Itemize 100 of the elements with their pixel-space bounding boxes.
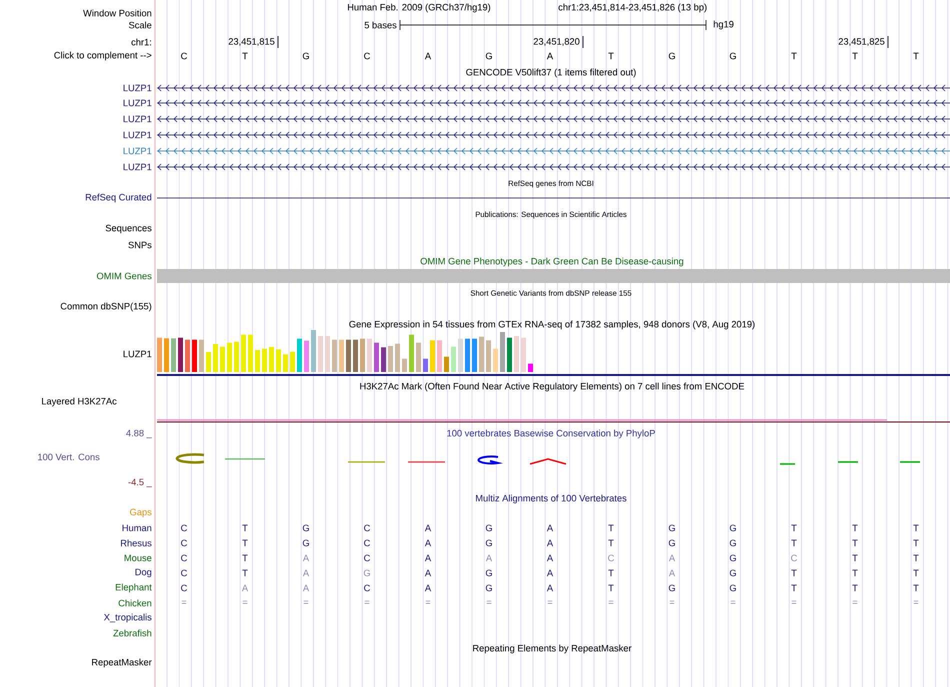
base-letter: T [791,584,797,592]
base-letter: T [852,524,858,532]
base-letter: T [852,584,858,592]
gap-mark: = [730,600,736,604]
base-letter: T [913,584,919,592]
base-letter: A [546,540,554,546]
header-text: Human Feb. 2009 (GRCh37/hg19) [348,4,490,12]
track-title: OMIM Gene Phenotypes - Dark Green Can Be Disease-causing [420,258,684,266]
base-letter: G [668,524,675,532]
track-label: Sequences [106,224,152,234]
base-letter: G [730,554,736,562]
base-letter: C [364,524,370,532]
base-letter: G [730,584,736,592]
species-label: Human [122,524,152,532]
base-letter: T [913,540,919,546]
base-letter: T [242,540,248,546]
base-letter: C [791,554,798,562]
species-label: Chicken [118,600,152,606]
axis-value: -4.5 _ [128,478,152,488]
scale-label: hg19 [714,20,734,30]
base-letter: T [852,554,858,562]
track-label: RefSeq Curated [86,194,152,202]
base-letter: T [608,584,614,592]
track-label: SNPs [128,242,152,248]
base-letter: T [852,540,858,546]
base-letter: A [486,554,492,562]
track-title: Repeating Elements by RepeatMasker [473,644,632,654]
base-letter: G [668,584,675,592]
base-letter: T [791,524,797,532]
axis-value: 4.88 _ [126,430,152,438]
species-label: Zebrafish [113,630,152,636]
species-label: Mouse [124,554,152,562]
base-letter: A [546,554,554,562]
base-letter: C [364,584,370,592]
base-letter: T [608,540,614,546]
coordinate-label: 23,451,820 [534,36,584,48]
track-label: LUZP1 [124,84,152,92]
base-letter: A [546,524,554,532]
base-letter: G [730,540,736,546]
base-letter: C [181,584,188,592]
base-letter: C [181,554,188,562]
base-letter: C [364,540,370,546]
base-letter: T [913,52,919,60]
species-label: X_tropicalis [104,614,152,622]
base-letter: C [364,554,370,562]
track-title: GENCODE V50lift37 (1 items filtered out) [466,68,636,78]
gap-mark: = [182,600,186,604]
base-letter: C [181,52,188,60]
species-label: Elephant [116,584,152,592]
base-letter: C [608,554,614,562]
base-letter: T [242,570,248,576]
track-label: LUZP1 [124,350,152,358]
gap-mark: = [548,600,552,604]
base-letter: T [791,570,797,576]
base-letter: A [424,554,432,562]
base-letter: A [242,584,248,592]
base-letter: T [852,570,858,576]
base-letter: A [302,570,310,576]
gap-mark: = [852,600,858,604]
track-title: 100 vertebrates Basewise Conservation by PhyloP [447,430,655,438]
base-letter: C [181,524,188,532]
track-label: Click to complement --> [54,52,152,60]
gap-mark: = [792,600,796,604]
base-letter: T [913,554,919,562]
base-letter: T [913,570,919,576]
base-letter: G [730,524,736,532]
base-letter: A [668,554,676,562]
base-letter: G [730,570,736,576]
base-letter: T [242,554,248,562]
base-letter: T [852,52,858,60]
track-label: Gaps [130,508,152,518]
base-letter: T [608,570,614,576]
base-letter: A [546,570,554,576]
coordinate-label: 23,451,825 [838,36,888,48]
gap-mark: = [914,600,918,604]
gap-mark: = [670,600,674,604]
header-text: chr1:23,451,814-23,451,826 (13 bp) [558,4,707,12]
base-letter: A [424,540,432,546]
track-label: LUZP1 [124,148,152,154]
base-letter: A [546,52,554,60]
base-letter: A [668,570,676,576]
base-letter: A [302,554,310,562]
gap-mark: = [608,600,614,604]
track-label: Layered H3K27Ac [42,398,117,406]
base-letter: A [424,584,432,592]
base-letter: G [486,540,492,546]
track-label: LUZP1 [124,132,152,138]
track-label: 100 Vert. Cons [38,454,100,460]
base-letter: G [668,52,675,60]
base-letter: A [424,524,432,532]
base-letter: G [486,570,492,576]
base-letter: G [302,524,309,532]
base-letter: G [486,52,492,60]
base-letter: G [668,540,675,546]
track-label: Scale [128,22,152,28]
gap-mark: = [364,600,370,604]
base-letter: A [424,52,432,60]
base-letter: C [181,570,188,576]
track-title: Multiz Alignments of 100 Vertebrates [476,494,626,504]
track-label: chr1: [132,38,151,46]
